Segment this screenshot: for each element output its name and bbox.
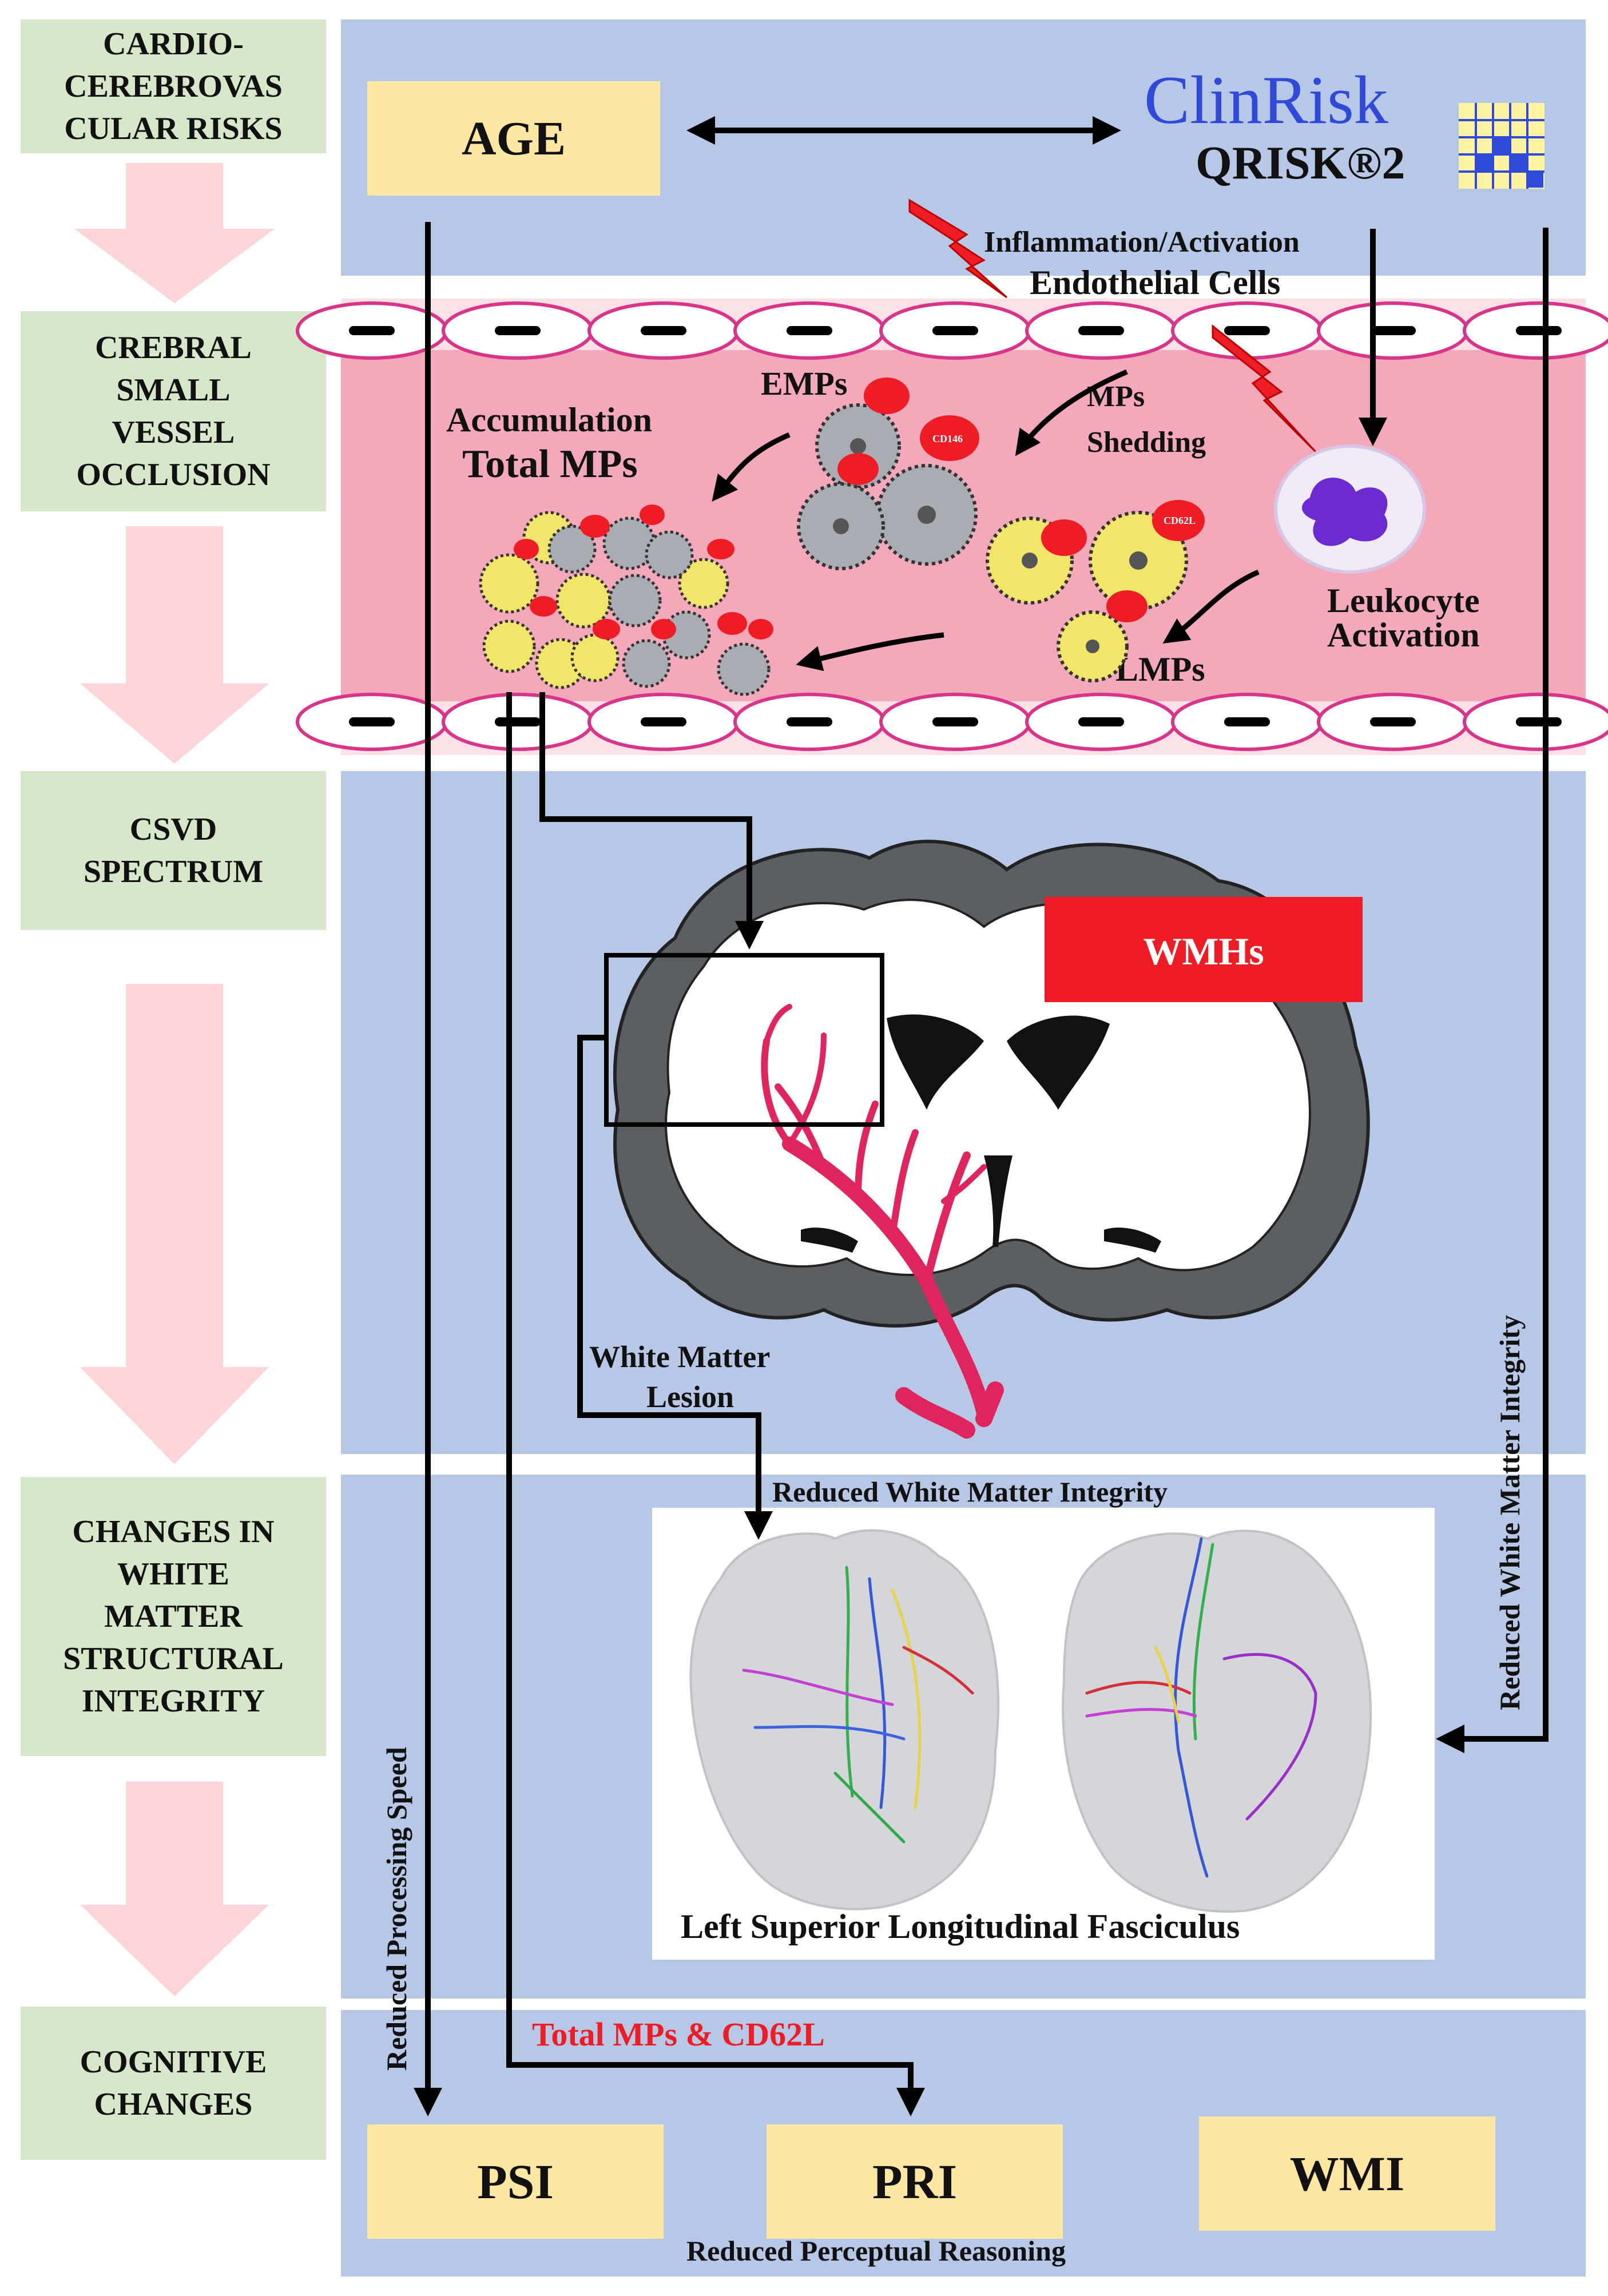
stage-label: CARDIO- CEREBROVAS CULAR RISKS [64, 26, 283, 146]
reduced-pr-label: Reduced Perceptual Reasoning [686, 2235, 1066, 2267]
grid-logo-icon [1459, 103, 1545, 189]
tractography-brain-right [1062, 1530, 1372, 1913]
pri-box: PRI [767, 2124, 1063, 2239]
reduced-wmi-label: Reduced White Matter Integrity [772, 1476, 1168, 1508]
wmhs-label: WMHs [1143, 929, 1264, 973]
stage-label: CREBRAL SMALL VESSEL OCCLUSION [76, 330, 271, 492]
leukocyte-lmp-arrow [1162, 569, 1260, 643]
lesion-label-1: White Matter [589, 1340, 770, 1374]
lmp-particles: CD62L [986, 500, 1205, 682]
vessel-wall-top [296, 299, 1608, 360]
lightning-bolt-icon [1212, 324, 1317, 453]
total-mps-cluster [479, 505, 773, 696]
lesion-label-2: Lesion [646, 1380, 734, 1414]
reduced-wmi-vertical-label: Reduced White Matter Integrity [1494, 1315, 1526, 1710]
clinrisk-logo: ClinRisk QRISK®2 [1138, 63, 1550, 189]
stage-label: CSVD SPECTRUM [83, 812, 264, 889]
shedding-arrow [1015, 369, 1128, 456]
down-arrow-icon [74, 163, 275, 303]
leukocyte-label-1: Leukocyte [1327, 582, 1480, 619]
emp-particles: CD146 [797, 378, 979, 570]
stage-csvd-spectrum: CSVD SPECTRUM [21, 771, 326, 930]
marker-cd62l-label: CD62L [1164, 515, 1196, 526]
qrisk-wordmark: QRISK®2 [1196, 137, 1405, 189]
psi-label: PSI [477, 2154, 554, 2209]
inflammation-label: Inflammation/Activation [984, 226, 1300, 259]
accumulation-brain-arrow [539, 692, 764, 950]
down-arrow-icon [80, 984, 269, 1464]
clinrisk-wordmark: ClinRisk [1144, 62, 1388, 138]
stage-small-vessel-occlusion: CREBRAL SMALL VESSEL OCCLUSION [21, 311, 326, 511]
stage-cardio-risks: CARDIO- CEREBROVAS CULAR RISKS [21, 19, 326, 153]
wmi-label: WMI [1289, 2146, 1405, 2201]
lmp-accumulation-arrow [796, 632, 944, 672]
tractography-brain-left [689, 1529, 1000, 1910]
leukocyte-cell [1274, 444, 1426, 574]
mps-shedding-label-2: Shedding [1087, 426, 1206, 459]
clinrisk-integrity-arrow [1436, 228, 1549, 1753]
stage-label: CHANGES IN WHITE MATTER STRUCTURAL INTEG… [63, 1514, 284, 1719]
total-mps-cd62l-label: Total MPs & CD62L [532, 2016, 825, 2053]
fasciculus-label: Left Superior Longitudinal Fasciculus [681, 1908, 1240, 1945]
endothelial-label: Endothelial Cells [1030, 264, 1280, 301]
down-arrow-icon [80, 1782, 269, 1996]
mps-pri-arrow [506, 692, 925, 2116]
marker-cd146-label: CD146 [932, 433, 963, 444]
accumulation-label-2: Total MPs [462, 442, 638, 486]
age-box: AGE [367, 81, 660, 196]
wmi-box: WMI [1199, 2116, 1495, 2231]
pri-label: PRI [872, 2154, 958, 2209]
vessel-wall-bottom [296, 693, 1608, 755]
reduced-ps-vertical-label: Reduced Processing Speed [380, 1747, 412, 2071]
stage-white-matter-integrity: CHANGES IN WHITE MATTER STRUCTURAL INTEG… [21, 1477, 326, 1756]
stage-arrows [74, 163, 275, 1996]
leukocyte-label-2: Activation [1327, 616, 1480, 654]
psi-box: PSI [367, 2124, 664, 2239]
stage-label: COGNITIVE CHANGES [80, 2044, 267, 2122]
lmps-label: LMPs [1115, 650, 1205, 688]
emps-label: EMPs [761, 365, 847, 402]
wmhs-box [1045, 897, 1363, 1002]
accumulation-label-1: Accumulation [446, 401, 652, 439]
down-arrow-icon [80, 526, 269, 764]
emp-accumulation-arrow [712, 432, 791, 502]
lesion-integrity-arrow [577, 1035, 773, 1540]
age-label: AGE [461, 112, 566, 165]
lightning-bolt-icon [908, 198, 1008, 299]
stage-cognitive-changes: COGNITIVE CHANGES [21, 2007, 326, 2160]
